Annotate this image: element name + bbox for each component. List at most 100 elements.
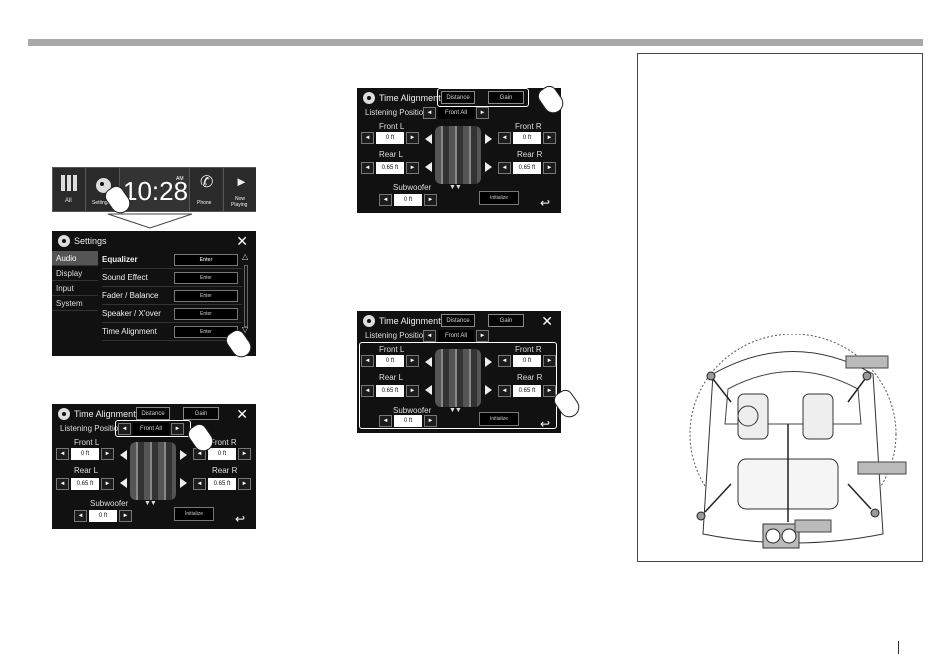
subwoofer-stepper[interactable]: ◄ 0 ft ► <box>379 194 437 206</box>
sidebar-item-system[interactable]: System <box>52 296 98 311</box>
right-arrow-icon[interactable]: ► <box>424 415 437 427</box>
listening-position-stepper[interactable]: ◄ Front All ► <box>423 330 489 342</box>
left-arrow-icon[interactable]: ◄ <box>498 162 511 174</box>
settings-sidebar: Audio Display Input System <box>52 251 98 311</box>
close-icon[interactable]: ✕ <box>236 406 248 422</box>
subwoofer-icon: ▼▼ <box>449 184 462 191</box>
left-arrow-icon[interactable]: ◄ <box>379 194 392 206</box>
sidebar-item-display[interactable]: Display <box>52 266 98 281</box>
left-arrow-icon[interactable]: ◄ <box>379 415 392 427</box>
left-arrow-icon[interactable]: ◄ <box>423 330 436 342</box>
scroll-down-icon[interactable]: ▽ <box>242 325 249 334</box>
right-arrow-icon[interactable]: ► <box>543 385 556 397</box>
subwoofer-label: Subwoofer <box>393 406 432 415</box>
sidebar-item-audio[interactable]: Audio <box>52 251 98 266</box>
right-arrow-icon[interactable]: ► <box>476 107 489 119</box>
enter-button[interactable]: Enter <box>174 254 238 266</box>
front-l-stepper[interactable]: ◄ 0 ft ► <box>361 132 419 144</box>
right-arrow-icon[interactable]: ► <box>238 448 251 460</box>
tab-gain[interactable]: Gain <box>488 314 524 327</box>
left-arrow-icon[interactable]: ◄ <box>498 355 511 367</box>
enter-button[interactable]: Enter <box>174 290 238 302</box>
left-arrow-icon[interactable]: ◄ <box>56 478 69 490</box>
back-icon[interactable]: ↩ <box>235 512 246 526</box>
tabs-highlight <box>437 88 529 107</box>
left-arrow-icon[interactable]: ◄ <box>193 478 206 490</box>
initialize-button[interactable]: Initialize <box>174 507 214 521</box>
tab-distance[interactable]: Distance <box>441 314 475 327</box>
right-arrow-icon[interactable]: ► <box>238 478 251 490</box>
left-arrow-icon[interactable]: ◄ <box>498 132 511 144</box>
listening-position-stepper[interactable]: ◄ Front All ► <box>118 423 184 435</box>
right-arrow-icon[interactable]: ► <box>543 355 556 367</box>
front-r-value: 0 ft <box>513 132 541 144</box>
rear-r-stepper[interactable]: ◄ 0.65 ft ► <box>498 385 556 397</box>
front-r-stepper[interactable]: ◄ 0 ft ► <box>498 132 556 144</box>
right-arrow-icon[interactable]: ► <box>476 330 489 342</box>
right-arrow-icon[interactable]: ► <box>543 132 556 144</box>
right-arrow-icon[interactable]: ► <box>406 385 419 397</box>
listening-position-stepper[interactable]: ◄ Front All ► <box>423 107 489 119</box>
right-arrow-icon[interactable]: ► <box>406 355 419 367</box>
back-icon[interactable]: ↩ <box>540 196 551 210</box>
rear-r-stepper[interactable]: ◄ 0.65 ft ► <box>193 478 251 490</box>
now-playing-button[interactable]: ► Now Playing <box>223 168 256 211</box>
grid-icon <box>61 175 79 191</box>
left-arrow-icon[interactable]: ◄ <box>361 162 374 174</box>
phone-button[interactable]: ✆ Phone <box>189 168 222 211</box>
left-arrow-icon[interactable]: ◄ <box>74 510 87 522</box>
right-arrow-icon[interactable]: ► <box>424 194 437 206</box>
subwoofer-stepper[interactable]: ◄ 0 ft ► <box>379 415 437 427</box>
tab-distance[interactable]: Distance <box>441 91 475 104</box>
enter-button[interactable]: Enter <box>174 272 238 284</box>
sidebar-item-input[interactable]: Input <box>52 281 98 296</box>
settings-title: Settings <box>74 236 107 246</box>
left-arrow-icon[interactable]: ◄ <box>498 385 511 397</box>
tab-gain[interactable]: Gain <box>488 91 524 104</box>
tab-gain[interactable]: Gain <box>183 407 219 420</box>
tab-distance[interactable]: Distance <box>136 407 170 420</box>
settings-row-time-alignment: Time Alignment Enter <box>102 323 242 341</box>
initialize-button[interactable]: Initialize <box>479 191 519 205</box>
enter-button[interactable]: Enter <box>174 308 238 320</box>
subwoofer-value: 0 ft <box>89 510 117 522</box>
right-arrow-icon[interactable]: ► <box>171 423 184 435</box>
subwoofer-value: 0 ft <box>394 415 422 427</box>
right-arrow-icon[interactable]: ► <box>101 448 114 460</box>
rear-l-stepper[interactable]: ◄ 0.65 ft ► <box>361 385 419 397</box>
left-arrow-icon[interactable]: ◄ <box>423 107 436 119</box>
left-arrow-icon[interactable]: ◄ <box>361 132 374 144</box>
clock: 10:28 <box>123 176 189 206</box>
right-arrow-icon[interactable]: ► <box>119 510 132 522</box>
initialize-button[interactable]: Initialize <box>479 412 519 426</box>
phone-label: Phone <box>197 200 212 206</box>
close-icon[interactable]: ✕ <box>541 313 553 329</box>
listening-position-value: Front All <box>438 107 474 119</box>
right-arrow-icon[interactable]: ► <box>101 478 114 490</box>
right-arrow-icon[interactable]: ► <box>406 132 419 144</box>
ta-title: Time Alignment <box>74 409 136 419</box>
rear-r-stepper[interactable]: ◄ 0.65 ft ► <box>498 162 556 174</box>
front-l-value: 0 ft <box>376 132 404 144</box>
left-arrow-icon[interactable]: ◄ <box>361 385 374 397</box>
front-l-stepper[interactable]: ◄ 0 ft ► <box>361 355 419 367</box>
rear-l-value: 0.65 ft <box>71 478 99 490</box>
left-arrow-icon[interactable]: ◄ <box>118 423 131 435</box>
subwoofer-stepper[interactable]: ◄ 0 ft ► <box>74 510 132 522</box>
right-arrow-icon[interactable]: ► <box>543 162 556 174</box>
scroll-up-icon[interactable]: △ <box>242 252 249 261</box>
listening-position-value: Front All <box>133 423 169 435</box>
front-r-stepper[interactable]: ◄ 0 ft ► <box>498 355 556 367</box>
all-button[interactable]: All <box>53 168 86 211</box>
rear-l-stepper[interactable]: ◄ 0.65 ft ► <box>56 478 114 490</box>
rear-r-label: Rear R <box>212 466 238 475</box>
left-arrow-icon[interactable]: ◄ <box>361 355 374 367</box>
left-arrow-icon[interactable]: ◄ <box>56 448 69 460</box>
rear-l-stepper[interactable]: ◄ 0.65 ft ► <box>361 162 419 174</box>
front-l-stepper[interactable]: ◄ 0 ft ► <box>56 448 114 460</box>
scrollbar[interactable] <box>244 265 248 327</box>
right-arrow-icon[interactable]: ► <box>406 162 419 174</box>
close-icon[interactable]: ✕ <box>236 233 248 249</box>
back-icon[interactable]: ↩ <box>540 417 551 431</box>
speaker-icon <box>425 357 432 367</box>
